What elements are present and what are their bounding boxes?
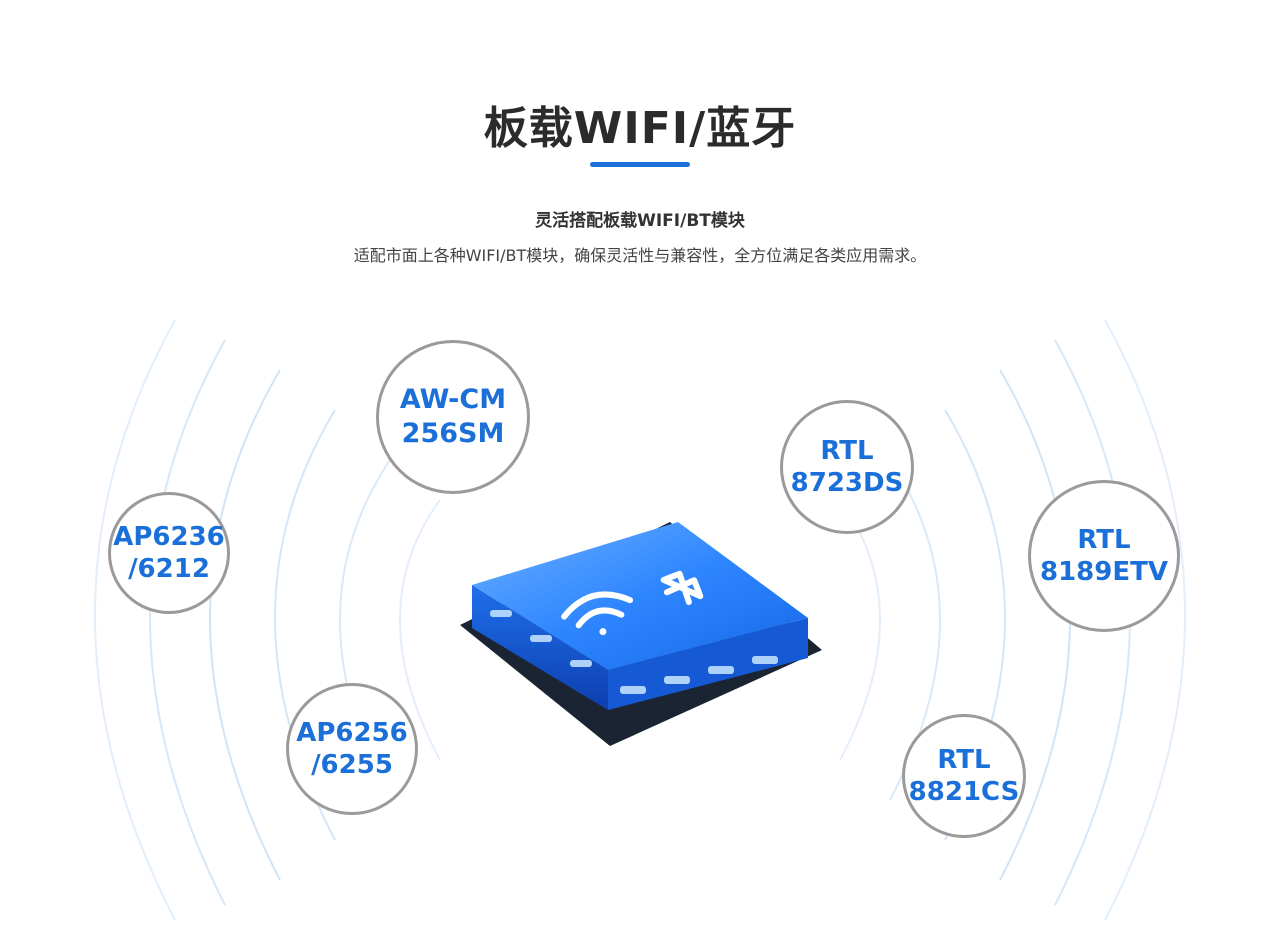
section-subtitle: 灵活搭配板载WIFI/BT模块 bbox=[535, 211, 745, 231]
module-name-line1: RTL bbox=[1077, 524, 1131, 555]
chip-pad bbox=[708, 666, 734, 674]
module-bubble-rtl8189etv: RTL 8189ETV bbox=[1028, 480, 1180, 632]
module-name-line2: 8821CS bbox=[908, 777, 1020, 807]
chip-pad bbox=[620, 686, 646, 694]
module-name-line2: 256SM bbox=[401, 418, 505, 449]
wave-arc-right bbox=[1104, 319, 1186, 921]
chip-pad bbox=[530, 635, 552, 642]
module-name-line1: AP6256 bbox=[296, 717, 408, 748]
module-name-line1: AW-CM bbox=[399, 384, 507, 416]
module-name-line1: AP6236 bbox=[113, 521, 225, 552]
module-name-line2: /6212 bbox=[128, 554, 210, 584]
module-bubble-aw-cm256sm: AW-CM 256SM bbox=[376, 340, 530, 494]
wave-arc-left bbox=[94, 319, 176, 921]
wave-arc-right bbox=[839, 499, 881, 761]
module-name-line1: RTL bbox=[820, 435, 874, 466]
module-name-line2: 8723DS bbox=[790, 468, 904, 498]
module-name-line2: 8189ETV bbox=[1040, 557, 1168, 587]
chip-pad bbox=[752, 656, 778, 664]
module-bubble-ap6236: AP6236 /6212 bbox=[108, 492, 230, 614]
wifi-icon bbox=[561, 591, 634, 636]
chip-side-right bbox=[608, 618, 808, 710]
wifi-bt-chip bbox=[460, 522, 822, 746]
chip-pad bbox=[664, 676, 690, 684]
module-name-line1: RTL bbox=[937, 744, 991, 775]
module-bubble-rtl8723ds: RTL 8723DS bbox=[780, 400, 914, 534]
wave-arc-left bbox=[399, 499, 441, 761]
bluetooth-icon bbox=[660, 570, 704, 606]
chip-pad bbox=[570, 660, 592, 667]
module-bubble-rtl8821cs: RTL 8821CS bbox=[902, 714, 1026, 838]
module-bubble-ap6256: AP6256 /6255 bbox=[286, 683, 418, 815]
chip-pad bbox=[490, 610, 512, 617]
page-title: 板载WIFI/蓝牙 bbox=[483, 103, 797, 154]
section-description: 适配市面上各种WIFI/BT模块，确保灵活性与兼容性，全方位满足各类应用需求。 bbox=[353, 246, 927, 265]
wave-arc-left bbox=[209, 369, 281, 881]
chip-top bbox=[472, 522, 808, 670]
wave-arc-left bbox=[149, 339, 226, 906]
title-underline bbox=[590, 162, 690, 167]
module-name-line2: /6255 bbox=[311, 750, 393, 780]
